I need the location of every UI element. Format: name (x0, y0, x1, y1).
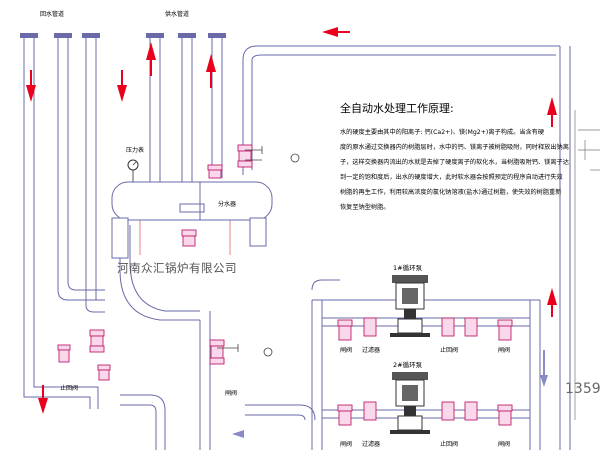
header-labels: 回水管道 供水管道 (40, 10, 189, 18)
gauge-label: 压力表 (126, 146, 144, 154)
valve-handles (217, 146, 300, 357)
valve-icon (441, 401, 478, 421)
valve-icon (237, 144, 253, 168)
valve-icon (441, 317, 478, 337)
valve-icon (209, 339, 225, 365)
pump-1: 1#循环泵 (390, 263, 430, 337)
valve-icon (89, 329, 105, 353)
description-line: 子，这样交换器内流出的水就是去掉了硬度离子的软化水，当树脂吸附钙、镁离子达 (340, 158, 569, 166)
pipe-network (23, 38, 571, 450)
pump-1-label: 1#循环泵 (393, 263, 423, 272)
arrow-up-supply-2 (206, 54, 216, 72)
gate-valve-label: 闸阀 (498, 346, 510, 354)
page-title: 全自动水处理工作原理: (340, 101, 454, 115)
light-arrows (232, 350, 548, 438)
flow-arrows (26, 27, 557, 414)
pipe-caps (20, 33, 226, 38)
water-divider: 分水器 (111, 181, 273, 259)
divider-label: 分水器 (218, 200, 236, 208)
arrow-down-left-bottom (38, 398, 48, 414)
arrow-left-top (322, 27, 338, 37)
valve-icon (497, 404, 513, 426)
valve-icon (181, 229, 197, 247)
description-line: 到一定的饱和度后，出水的硬度增大，此时软水器会按照预定的程序自动进行失效 (340, 173, 563, 181)
valve-icon (363, 317, 377, 421)
supply-pipe-label: 供水管道 (165, 10, 189, 18)
valve-icon (57, 344, 71, 363)
return-pipe-label: 回水管道 (40, 10, 64, 18)
number-fragment: 1359 (565, 381, 600, 397)
gate-valve-label: 闸阀 (225, 389, 237, 397)
filter-label: 过滤器 (362, 346, 380, 354)
check-valve-label: 止回阀 (440, 346, 458, 354)
valve-icon (337, 404, 353, 426)
arrow-up-right-1 (547, 97, 557, 115)
pressure-gauge: 压力表 (126, 146, 144, 182)
arrow-down-return-2 (117, 85, 127, 102)
check-valve-label: 止回阀 (440, 440, 458, 448)
arrow-up-right-2 (547, 288, 557, 305)
description-line: 水的硬度主要由其中的阳离子: 钙(Ca2+)、镁(Mg2+)离子构成。当含有硬 (340, 128, 544, 136)
filter-label: 过滤器 (362, 440, 380, 448)
valves (57, 144, 513, 426)
description-block: 全自动水处理工作原理: 水的硬度主要由其中的阳离子: 钙(Ca2+)、镁(Mg2… (340, 101, 569, 211)
valve-icon (497, 319, 513, 341)
pump-2: 2#循环泵 (390, 360, 430, 434)
right-frame-lines (574, 110, 600, 420)
check-valve-label: 止回阀 (60, 384, 78, 392)
valve-icon (207, 164, 223, 179)
description-line: 恢复至钠型树脂。 (340, 203, 390, 211)
company-name: 河南众汇锅炉有限公司 (117, 261, 237, 275)
valve-icon (337, 319, 353, 341)
pump-2-label: 2#循环泵 (393, 360, 423, 369)
gate-valve-label: 闸阀 (498, 440, 510, 448)
valve-labels: 闸阀 过滤器 止回阀 闸阀 闸阀 过滤器 止回阀 闸阀 止回阀 闸阀 (60, 346, 510, 448)
valve-icon (97, 364, 111, 381)
description-line: 树脂的再生工作，利用较高浓度的氯化钠溶液(盐水)通过树脂，使失效的树脂重新 (340, 188, 561, 196)
gate-valve-label: 闸阀 (340, 440, 352, 448)
arrow-up-supply-1 (146, 42, 156, 60)
description-line: 度的原水通过交换器内的树脂层时，水中的钙、镁离子被树脂吸附，同时释放出钠离 (340, 143, 569, 151)
arrow-down-return-1 (26, 85, 36, 102)
gate-valve-label: 闸阀 (340, 346, 352, 354)
